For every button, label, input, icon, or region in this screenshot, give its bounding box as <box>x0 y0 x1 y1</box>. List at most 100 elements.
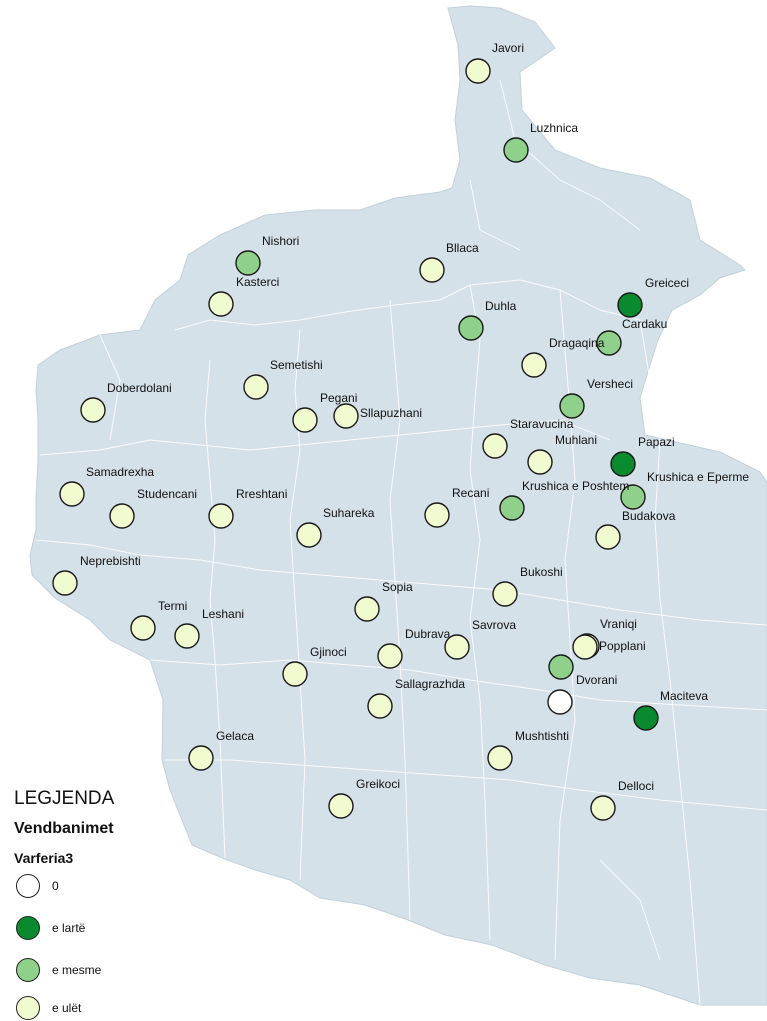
legend-item-medium: e mesme <box>16 957 101 983</box>
settlement-marker: Studencani <box>109 487 197 529</box>
settlement-label: Recani <box>452 486 489 500</box>
settlement-circle <box>243 374 269 400</box>
legend-circle-icon <box>16 996 40 1020</box>
legend-circle-icon <box>16 958 40 982</box>
settlement-label: Staravucina <box>510 417 574 431</box>
settlement-marker: Dubrava <box>377 627 451 669</box>
municipality-boundary <box>29 5 767 1006</box>
settlement-label: Bukoshi <box>520 565 563 579</box>
settlement-label: Kasterci <box>236 275 279 289</box>
settlement-circle <box>610 451 636 477</box>
settlement-marker: Nishori <box>235 234 299 276</box>
settlement-label: Termi <box>158 599 187 613</box>
settlement-marker: Bllaca <box>419 241 479 283</box>
settlement-label: Papazi <box>638 435 675 449</box>
settlement-circle <box>208 291 234 317</box>
settlement-circle <box>188 745 214 771</box>
settlement-label: Bllaca <box>446 241 479 255</box>
settlement-marker: Doberdolani <box>80 381 172 423</box>
settlement-circle <box>80 397 106 423</box>
settlement-circle <box>282 661 308 687</box>
settlement-marker <box>547 689 573 715</box>
legend-title: LEGJENDA <box>14 788 115 809</box>
settlement-marker: Krushica e Eperme <box>620 470 749 510</box>
settlement-label: Versheci <box>587 377 633 391</box>
settlement-circle <box>465 58 491 84</box>
settlement-marker: Sallagrazhda <box>367 677 465 719</box>
settlement-marker: Savrova <box>444 618 516 660</box>
settlement-circle <box>174 623 200 649</box>
settlement-circle <box>487 745 513 771</box>
settlement-label: Leshani <box>202 607 244 621</box>
settlement-marker: Bukoshi <box>492 565 563 607</box>
settlement-circle <box>333 403 359 429</box>
settlement-label: Budakova <box>622 509 676 523</box>
settlement-circle <box>559 393 585 419</box>
settlement-marker: Rreshtani <box>208 487 287 529</box>
settlement-marker: Neprebishti <box>52 554 141 596</box>
settlement-marker: Greiceci <box>617 276 689 318</box>
settlement-marker: Krushica e Poshtem <box>499 479 629 521</box>
settlement-circle <box>596 330 622 356</box>
settlement-label: Dubrava <box>405 627 451 641</box>
settlement-label: Dragaqina <box>549 336 605 350</box>
settlement-label: Muhlani <box>555 433 597 447</box>
settlement-label: Krushica e Poshtem <box>522 479 629 493</box>
settlement-label: Semetishi <box>270 358 323 372</box>
settlement-marker: Pegani <box>292 391 357 433</box>
settlement-marker: Semetishi <box>243 358 323 400</box>
settlement-circle <box>354 596 380 622</box>
settlement-circle <box>419 257 445 283</box>
settlement-circle <box>548 654 574 680</box>
settlement-label: Gjinoci <box>310 645 347 659</box>
settlement-circle <box>482 433 508 459</box>
settlement-circle <box>377 643 403 669</box>
settlement-circle <box>235 250 261 276</box>
settlement-marker: Gelaca <box>188 729 254 771</box>
settlement-marker: Sopia <box>354 580 413 622</box>
settlement-label: Rreshtani <box>236 487 287 501</box>
settlement-label: Greikoci <box>356 777 400 791</box>
settlement-marker: Versheci <box>559 377 633 419</box>
settlement-label: Javori <box>492 41 524 55</box>
settlement-marker: Papazi <box>610 435 675 477</box>
settlement-label: Popplani <box>599 639 646 653</box>
legend-circle-icon <box>16 874 40 898</box>
legend-item-high: e lartë <box>16 915 85 941</box>
settlement-circle <box>547 689 573 715</box>
settlement-label: Sopia <box>382 580 413 594</box>
settlement-label: Neprebishti <box>80 554 141 568</box>
settlement-marker: Duhla <box>458 299 517 341</box>
settlement-marker: Greikoci <box>328 777 400 819</box>
settlement-label: Luzhnica <box>530 121 578 135</box>
settlement-marker: Leshani <box>174 607 244 649</box>
settlement-circle <box>521 352 547 378</box>
settlement-label: Savrova <box>472 618 516 632</box>
settlement-circle <box>59 481 85 507</box>
settlement-marker: Cardaku <box>596 317 667 356</box>
settlement-label: Dvorani <box>576 673 617 687</box>
legend-item-label: e ulët <box>52 1001 82 1015</box>
settlement-marker: Muhlani <box>527 433 597 475</box>
settlement-marker: Luzhnica <box>503 121 578 163</box>
settlement-label: Mushtishti <box>515 729 569 743</box>
settlement-label: Sllapuzhani <box>360 406 422 420</box>
settlement-marker: Suhareka <box>296 506 375 548</box>
settlement-marker: Samadrexha <box>59 465 154 507</box>
settlement-circle <box>633 705 659 731</box>
settlement-marker: Maciteva <box>633 689 708 731</box>
settlement-circle <box>296 522 322 548</box>
settlement-label: Delloci <box>618 779 654 793</box>
settlement-label: Gelaca <box>216 729 254 743</box>
settlement-marker: Javori <box>465 41 524 84</box>
settlement-label: Krushica e Eperme <box>647 470 749 484</box>
settlement-circle <box>458 315 484 341</box>
settlement-circle <box>367 693 393 719</box>
settlement-circle <box>208 503 234 529</box>
settlement-circle <box>424 502 450 528</box>
settlement-marker: Mushtishti <box>487 729 569 771</box>
legend-item-label: e mesme <box>52 963 102 977</box>
settlement-circle <box>527 449 553 475</box>
